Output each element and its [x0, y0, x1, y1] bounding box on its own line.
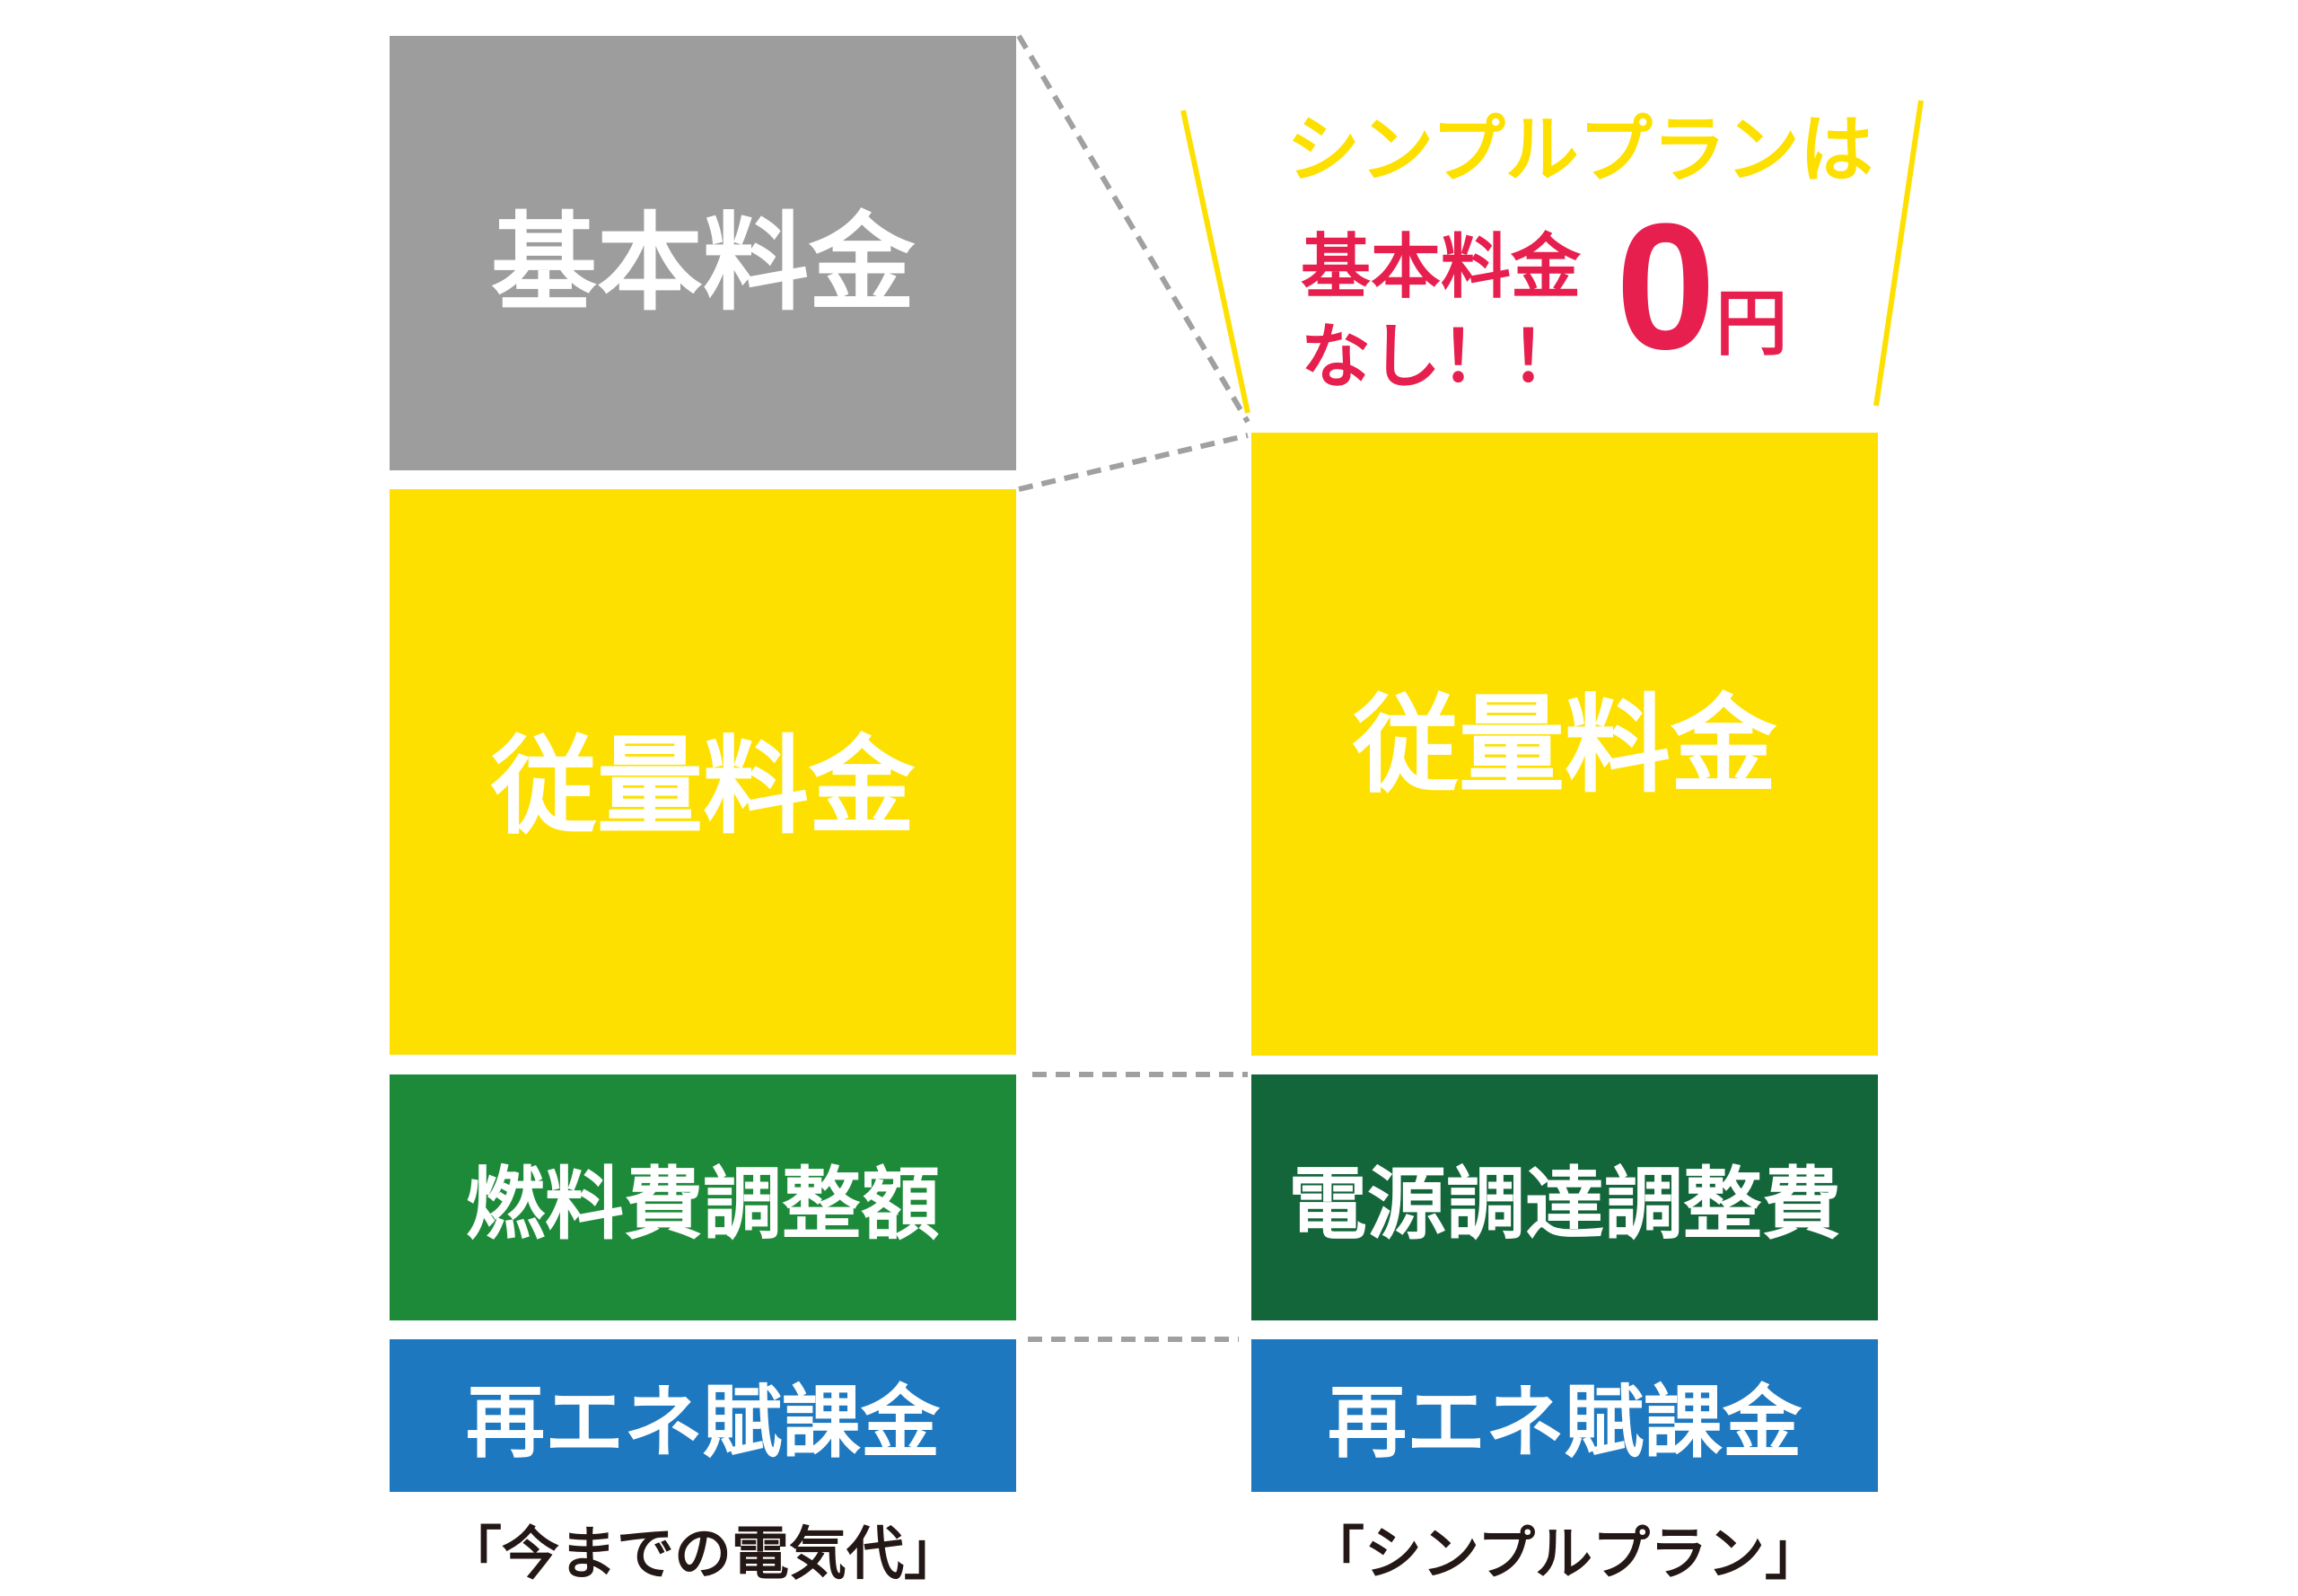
simple-usage-fee-label: 従量料金: [1352, 682, 1776, 807]
promo-no-basic-fee-line1: 基本料金: [1275, 211, 1607, 311]
simple-procurement-adjustment-label: 電源調達調整費: [1287, 1157, 1841, 1250]
promo-line1-text: 基本料金: [1300, 227, 1581, 308]
simple-plan-caption-text: 「シンプルプラン」: [1306, 1521, 1823, 1588]
promo-headline-text: シンプルプランは: [1286, 108, 1873, 193]
promo-zero-yen: 0円: [1616, 197, 1885, 377]
current-basic-fee-block: 基本料金: [390, 36, 1016, 470]
current-plan-caption: 「今までの電気代」: [390, 1508, 1016, 1591]
connector-basic-top: [1016, 34, 1250, 424]
promo-line2-text: なし！！: [1300, 317, 1581, 398]
connector-basic-bottom: [1018, 433, 1249, 492]
promo-bracket-right: [1873, 100, 1924, 407]
current-usage-fee-label: 従量料金: [490, 723, 915, 848]
simple-renewable-levy-block: 再エネ賦課金: [1251, 1339, 1878, 1492]
current-renewable-levy-block: 再エネ賦課金: [390, 1339, 1016, 1492]
promo-bracket-left: [1180, 110, 1250, 414]
simple-procurement-adjustment-block: 電源調達調整費: [1251, 1074, 1878, 1320]
promo-big-number: 0: [1616, 187, 1716, 387]
current-basic-fee-label: 基本料金: [490, 200, 915, 325]
simple-plan-caption: 「シンプルプラン」: [1251, 1508, 1878, 1591]
promo-headline: シンプルプランは: [1248, 90, 1912, 197]
promo-unit: 円: [1715, 282, 1788, 365]
simple-usage-fee-block: 従量料金: [1251, 433, 1878, 1056]
current-fuel-adjustment-label: 燃料費調整額: [465, 1157, 940, 1250]
current-usage-fee-block: 従量料金: [390, 489, 1016, 1055]
current-fuel-adjustment-block: 燃料費調整額: [390, 1074, 1016, 1320]
promo-no-basic-fee-line2: なし！！: [1275, 301, 1607, 401]
current-plan-caption-text: 「今までの電気代」: [444, 1521, 961, 1588]
current-renewable-levy-label: 再エネ賦課金: [465, 1375, 940, 1469]
simple-renewable-levy-label: 再エネ賦課金: [1327, 1375, 1802, 1469]
